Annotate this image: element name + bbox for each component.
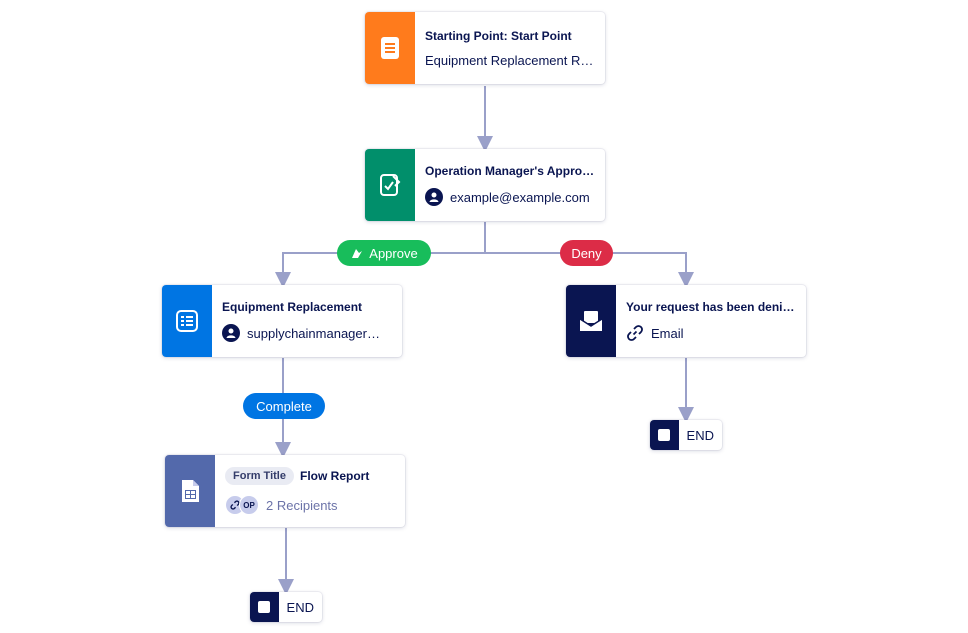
approve-icon — [352, 249, 363, 258]
user-icon — [222, 324, 240, 342]
report-node-recipients: 2 Recipients — [266, 497, 338, 513]
mail-icon — [579, 311, 603, 331]
report-node-icon-box — [165, 455, 215, 527]
start-node-title: Starting Point: Start Point — [425, 28, 572, 43]
complete-branch-text: Complete — [256, 398, 312, 414]
deny-branch-label[interactable]: Deny — [560, 240, 613, 266]
connector-deny — [485, 252, 694, 288]
denied-node-channel: Email — [651, 325, 684, 341]
report-icon — [182, 480, 199, 502]
stop-icon — [650, 420, 679, 450]
approve-branch-label[interactable]: Approve — [337, 240, 431, 266]
document-icon — [381, 37, 399, 59]
report-node-title: Flow Report — [299, 469, 370, 483]
approve-branch-text: Approve — [369, 245, 418, 261]
approval-node-assignee: example@example.com — [450, 189, 590, 205]
start-node-subtitle: Equipment Replacement R… — [425, 52, 594, 68]
end-node-right-label: END — [686, 427, 714, 443]
denied-node-icon-box — [566, 285, 616, 357]
approval-icon — [380, 174, 401, 196]
equipment-node-title: Equipment Replacement — [222, 300, 363, 314]
equipment-node[interactable]: Equipment Replacement supplychainmanager… — [162, 285, 402, 357]
end-node-bottom[interactable]: END — [250, 592, 322, 622]
start-node[interactable]: Starting Point: Start Point Equipment Re… — [365, 12, 605, 84]
link-icon — [627, 325, 643, 341]
complete-branch-label[interactable]: Complete — [243, 393, 325, 419]
report-node-header: Form Title Flow Report — [225, 467, 395, 485]
recipient-avatar-op: OP — [239, 495, 259, 515]
recipients-avatars: OP — [225, 495, 259, 515]
task-list-icon — [176, 310, 198, 332]
denied-node-title: Your request has been denied. — [626, 300, 796, 314]
approval-node-icon-box — [365, 149, 415, 221]
equipment-node-icon-box — [162, 285, 212, 357]
user-icon — [425, 188, 443, 206]
start-node-icon-box — [365, 12, 415, 84]
end-node-bottom-label: END — [286, 599, 314, 615]
form-title-chip: Form Title — [225, 467, 294, 485]
deny-branch-text: Deny — [571, 245, 602, 261]
stop-icon — [250, 592, 279, 622]
approval-node[interactable]: Operation Manager's Approval example@exa… — [365, 149, 605, 221]
denied-node[interactable]: Your request has been denied. Email — [566, 285, 806, 357]
end-node-right[interactable]: END — [650, 420, 722, 450]
approval-node-title: Operation Manager's Approval — [425, 164, 595, 178]
equipment-node-assignee: supplychainmanager… — [247, 325, 380, 341]
report-node[interactable]: Form Title Flow Report OP 2 Recipients — [165, 455, 405, 527]
